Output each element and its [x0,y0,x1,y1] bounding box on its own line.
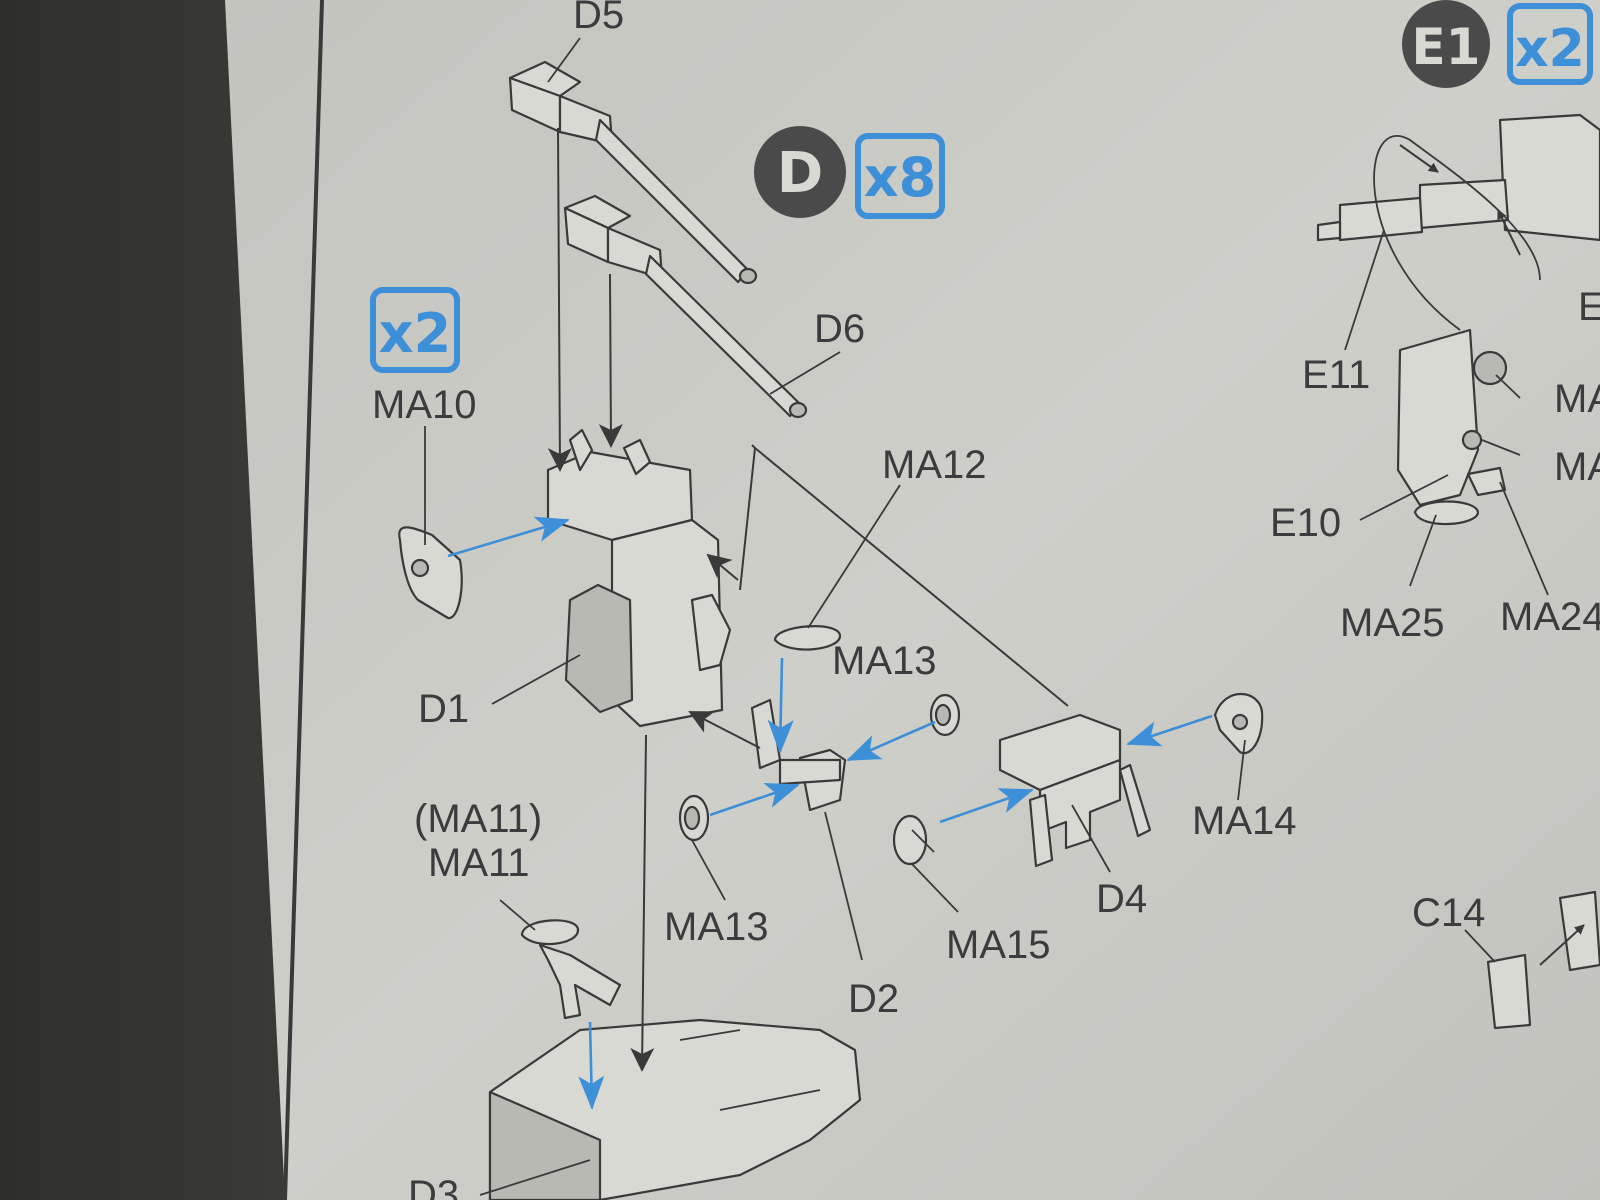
part-d6-barrel [563,194,808,419]
label-ma13-upper: MA13 [832,639,937,683]
label-ma11-alt: (MA11) [414,797,542,841]
label-c14: C14 [1412,891,1485,935]
label-ma25: MA25 [1340,601,1445,645]
part-ma10-wheel [398,526,463,620]
label-d5: D5 [573,0,624,37]
label-d1: D1 [418,687,469,731]
label-ma-cut-1: MA [1554,377,1600,421]
badge-e1-count: x2 [1515,19,1585,79]
part-ma13-upper [929,693,961,737]
label-ma14: MA14 [1192,799,1297,843]
part-d4-cradle [998,713,1152,868]
label-ma12: MA12 [882,443,987,487]
label-d3: D3 [408,1173,459,1200]
label-e-cut: E [1578,285,1600,329]
arrow-ma15-to-d4 [939,788,1034,824]
label-ma10: MA10 [372,383,477,427]
label-e10: E10 [1270,501,1341,545]
part-ma12-knob [773,625,842,651]
part-ma15-wheel [892,814,935,866]
arrow-ma13-upper-to-d2 [846,720,936,762]
arrow-to-d1-side [706,553,739,581]
sub-assembly-e [1316,113,1600,596]
arrow-d2-to-d1 [688,711,761,749]
badge-d-count: x8 [864,146,936,209]
label-ma24: MA24 [1500,595,1600,639]
badge-e1: E1 x2 [1402,0,1593,88]
label-ma15: MA15 [946,923,1051,967]
label-d2: D2 [848,977,899,1021]
label-d4: D4 [1096,877,1147,921]
arrow-ma13-lower-to-d2 [709,783,800,817]
arrow-ma12-to-d2 [767,657,794,754]
arrow-d6-to-d1 [598,273,623,448]
badge-d-letter: D [777,141,823,206]
label-d6: D6 [814,307,865,351]
arrow-d5-to-d1 [547,127,572,472]
paper-sheet [225,0,1600,1200]
badge-ma10-count-text: x2 [379,302,451,365]
arrow-ma14-to-d4 [1126,714,1213,747]
part-labels: D5 D6 MA10 MA12 D1 MA13 MA13 (MA11) MA11… [372,0,1600,1200]
badge-e1-circle [1402,0,1490,88]
badge-d: D x8 [754,126,945,219]
part-d3-base [488,1018,862,1200]
label-ma-cut-2: MA [1554,445,1600,489]
badge-e1-count-box [1507,3,1593,85]
badge-e1-letter: E1 [1412,18,1481,76]
page-border [283,0,324,1200]
part-d5-barrel [508,60,758,285]
badge-ma10-count-box [370,287,460,373]
badge-d-circle [754,126,846,218]
part-c14-group [1464,890,1600,1030]
arrow-d1-to-d3 [630,734,655,1072]
part-ma13-lower [678,794,710,842]
arrow-d4-path [739,444,1069,707]
part-ma11-arm [520,919,622,1020]
label-ma11: MA11 [428,841,530,885]
leader-lines [424,37,1246,1196]
assembly-arrows [447,127,1213,1110]
label-e11: E11 [1302,353,1370,397]
arrow-ma10-to-d1 [447,516,570,558]
badge-d-count-box [855,133,945,219]
label-ma13-lower: MA13 [664,905,769,949]
badge-ma10-count: x2 [370,287,460,373]
arrow-ma11-to-d3 [578,1021,605,1110]
